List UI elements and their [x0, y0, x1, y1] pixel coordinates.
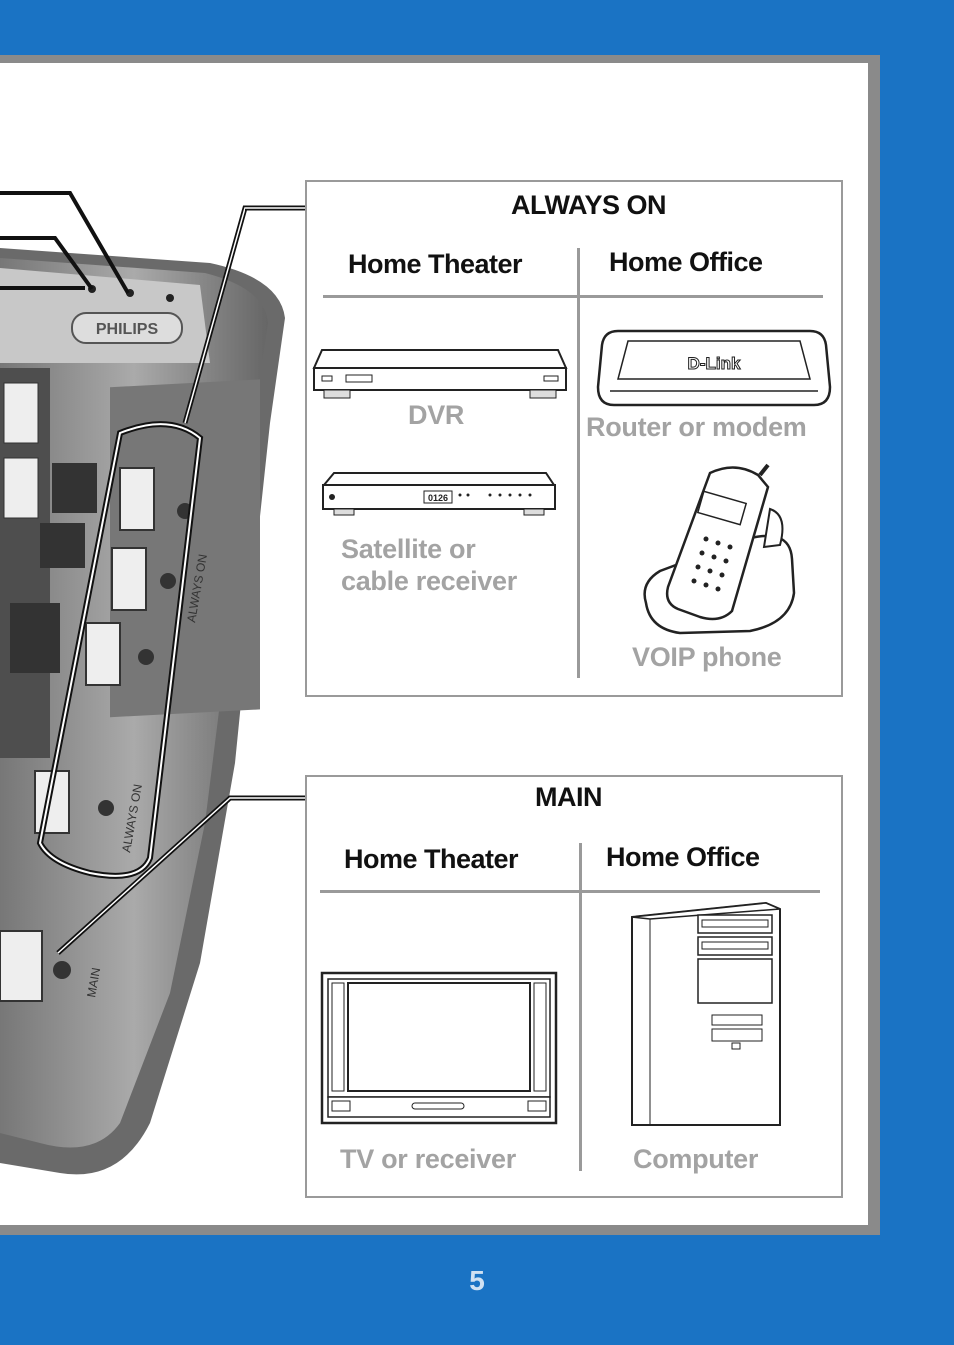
main-divider [320, 890, 820, 893]
voip-caption: VOIP phone [632, 642, 782, 672]
computer-tower-icon [631, 901, 781, 1126]
page-content: PHILIPS ALWAYS ON ALWAYS ON [0, 63, 868, 1225]
always-on-title: ALWAYS ON [511, 190, 667, 220]
power-strip-illustration: PHILIPS ALWAYS ON ALWAYS ON [0, 191, 320, 1175]
always-on-home-office-heading: Home Office [609, 247, 763, 277]
router-logo: D-Link [688, 354, 741, 373]
dvr-caption: DVR [408, 400, 465, 430]
always-on-divider [323, 295, 823, 298]
router-caption: Router or modem [586, 412, 807, 442]
voip-phone-icon [643, 463, 796, 635]
tv-icon [320, 971, 558, 1125]
dvr-icon [312, 349, 568, 399]
always-on-column-divider [577, 248, 580, 678]
main-home-office-heading: Home Office [606, 842, 760, 872]
brand-label: PHILIPS [96, 321, 159, 338]
satellite-display: 0126 [428, 493, 448, 503]
page-number: 5 [469, 1265, 485, 1296]
main-label: MAIN [84, 967, 103, 999]
router-icon: D-Link [596, 329, 832, 407]
main-column-divider [579, 843, 582, 1171]
always-on-home-theater-heading: Home Theater [348, 249, 523, 279]
page-frame: PHILIPS ALWAYS ON ALWAYS ON [0, 55, 880, 1235]
computer-caption: Computer [633, 1144, 759, 1174]
satellite-caption: Satellite or cable receiver [341, 534, 517, 596]
main-home-theater-heading: Home Theater [344, 844, 519, 874]
tv-caption: TV or receiver [340, 1144, 516, 1174]
satellite-receiver-icon: 0126 [321, 472, 556, 516]
main-title: MAIN [535, 782, 603, 812]
